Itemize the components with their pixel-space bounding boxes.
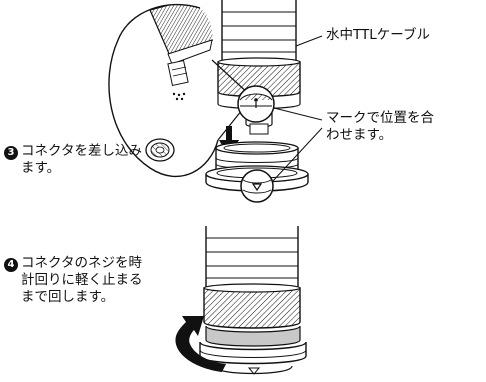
cable-leader-line [295,35,323,47]
step4-text1: コネクタのネジを時 [21,255,142,271]
step3-line2: ます。 [21,160,61,176]
step4-line3: まで回します。 [21,289,115,305]
alignment-mark-top [237,85,275,123]
step4-badge: 4 [4,258,18,272]
align-mark-label-line2: わせます。 [326,127,393,143]
step3-text1: コネクタを差し込み [21,143,142,159]
align-mark-label: マークで位置を合 わせます。 [326,110,434,144]
align-mark-label-line1: マークで位置を合 [326,110,434,126]
alignment-mark-bottom [240,169,274,203]
cable-label: 水中TTLケーブル [326,27,430,43]
rotate-clockwise-arrow [175,316,226,372]
step4-line2: 計回りに軽く止まる [21,272,143,288]
cable-connector-bottom [199,226,307,375]
align-leader-lines [271,107,323,183]
step3-badge: 3 [4,146,18,160]
